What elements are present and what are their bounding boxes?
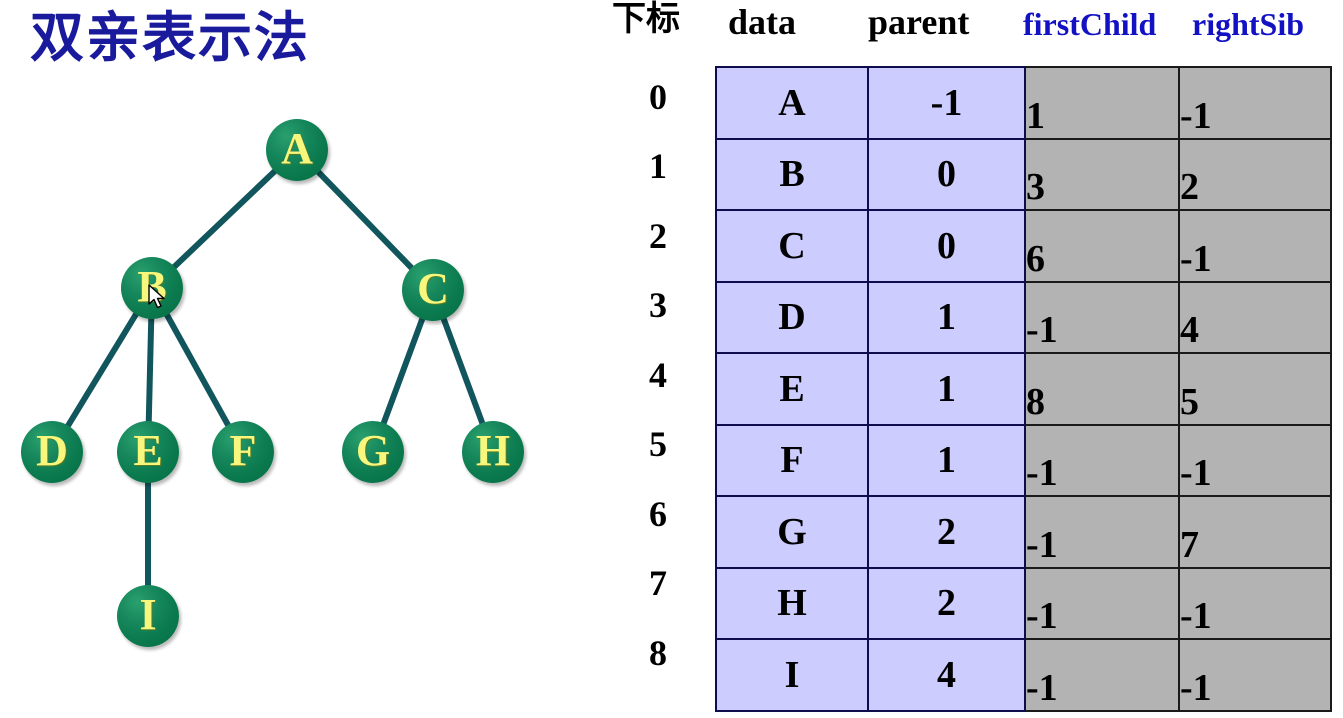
cell-firstchild: 3	[1024, 137, 1180, 211]
cell-parent: 0	[867, 209, 1026, 283]
tree-node-d[interactable]: D	[21, 421, 83, 483]
column-header-data: data	[728, 2, 797, 42]
cell-parent: 0	[867, 137, 1026, 211]
cell-firstchild: 1	[1024, 66, 1180, 140]
cell-firstchild: -1	[1024, 280, 1180, 354]
row-index: 3	[649, 285, 667, 326]
cell-rightsib: -1	[1178, 423, 1332, 497]
tree-node-label: B	[137, 262, 167, 311]
cell-firstchild: -1	[1024, 566, 1180, 640]
cell-data: G	[715, 495, 869, 569]
row-index: 0	[649, 76, 667, 117]
column-header-firstchild: firstChild	[1023, 6, 1157, 42]
tree-node-a[interactable]: A	[266, 119, 328, 181]
tree-node-i[interactable]: I	[117, 585, 179, 647]
cell-rightsib: 5	[1178, 352, 1332, 426]
row-index: 5	[649, 424, 667, 465]
tree-node-label: C	[417, 264, 449, 313]
tree-node-h[interactable]: H	[462, 421, 524, 483]
column-header-rightsib: rightSib	[1192, 6, 1305, 42]
cell-rightsib: 4	[1178, 280, 1332, 354]
cell-data: A	[715, 66, 869, 140]
row-index: 4	[649, 354, 667, 395]
row-index: 8	[649, 632, 667, 673]
tree-node-b[interactable]: B	[121, 257, 183, 319]
tree-edges	[49, 147, 496, 619]
tree-node-e[interactable]: E	[117, 421, 179, 483]
cell-data: B	[715, 137, 869, 211]
tree-edge	[294, 147, 436, 293]
tree-node-label: H	[475, 426, 511, 475]
cell-data: D	[715, 280, 869, 354]
tree-diagram: A B C D E F G H I	[0, 0, 600, 718]
row-index: 7	[649, 563, 667, 604]
tree-node-label: G	[355, 426, 391, 475]
row-index: 6	[649, 493, 667, 534]
table-column-headers: 下标 data parent firstChild rightSib	[600, 0, 1343, 56]
cell-firstchild: -1	[1024, 423, 1180, 497]
cell-rightsib: -1	[1178, 209, 1332, 283]
tree-edge	[49, 285, 155, 455]
cell-data: H	[715, 566, 869, 640]
tree-node-f[interactable]: F	[212, 421, 274, 483]
column-header-index: 下标	[612, 0, 680, 39]
cell-parent: 1	[867, 352, 1026, 426]
cell-data: I	[715, 638, 869, 712]
cell-parent: 1	[867, 280, 1026, 354]
cell-rightsib: -1	[1178, 66, 1332, 140]
cell-firstchild: 6	[1024, 209, 1180, 283]
tree-node-label: D	[36, 426, 68, 475]
cell-data: F	[715, 423, 869, 497]
page-title: 双亲表示法	[30, 6, 310, 69]
tree-node-c[interactable]: C	[402, 259, 464, 321]
cell-rightsib: 2	[1178, 137, 1332, 211]
row-index: 2	[649, 215, 667, 256]
cell-rightsib: -1	[1178, 638, 1332, 712]
cell-data: E	[715, 352, 869, 426]
tree-node-label: A	[281, 124, 313, 173]
row-index-column: 0 1 2 3 4 5 6 7 8	[630, 62, 686, 688]
tree-node-g[interactable]: G	[342, 421, 404, 483]
tree-node-label: F	[229, 426, 257, 475]
cell-rightsib: 7	[1178, 495, 1332, 569]
tree-node-label: I	[139, 590, 157, 639]
cell-parent: 4	[867, 638, 1026, 712]
cell-parent: -1	[867, 66, 1026, 140]
cell-parent: 2	[867, 566, 1026, 640]
cell-parent: 2	[867, 495, 1026, 569]
cell-rightsib: -1	[1178, 566, 1332, 640]
cell-parent: 1	[867, 423, 1026, 497]
cell-data: C	[715, 209, 869, 283]
row-index: 1	[649, 146, 667, 187]
tree-node-label: E	[133, 426, 163, 475]
cell-firstchild: 8	[1024, 352, 1180, 426]
cell-firstchild: -1	[1024, 495, 1180, 569]
tree-edge	[149, 147, 300, 291]
column-header-parent: parent	[868, 2, 970, 42]
cell-firstchild: -1	[1024, 638, 1180, 712]
